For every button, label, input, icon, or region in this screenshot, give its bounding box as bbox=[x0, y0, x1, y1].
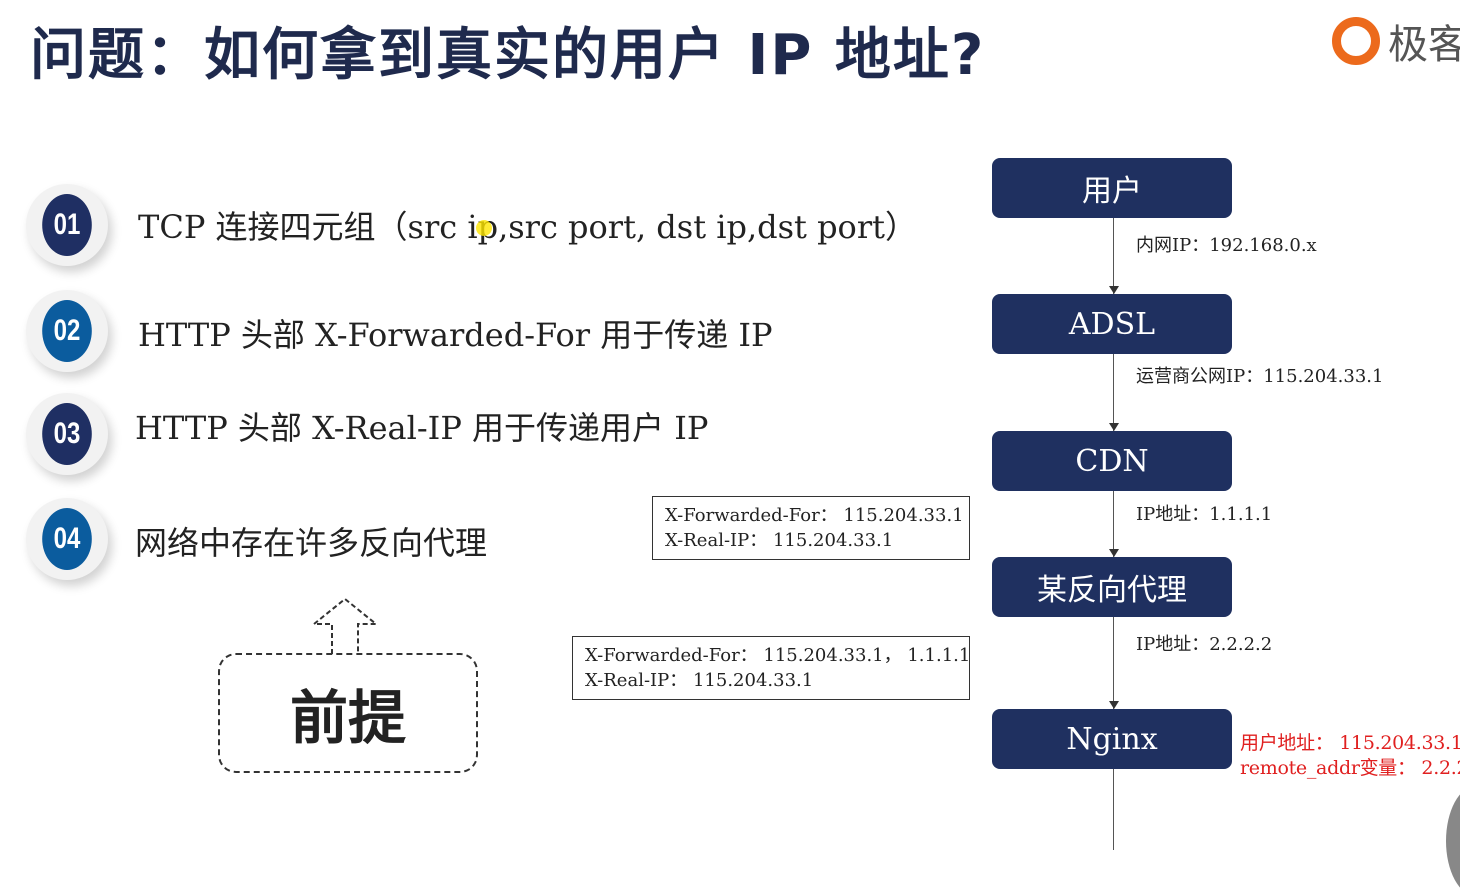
header-line: X-Forwarded-For： 115.204.33.1 bbox=[665, 505, 964, 526]
number-badge-01: 01 bbox=[26, 184, 108, 266]
logo: 极客 bbox=[1332, 12, 1460, 70]
badge-number: 02 bbox=[42, 300, 92, 362]
edge-label: IP地址：2.2.2.2 bbox=[1136, 634, 1273, 655]
mouse-cursor-highlight bbox=[476, 220, 492, 236]
arrow-head-icon bbox=[1109, 549, 1119, 557]
node-reverse-proxy: 某反向代理 bbox=[992, 557, 1232, 617]
premise-box: 前提 bbox=[218, 653, 478, 773]
arrow-head-icon bbox=[1109, 701, 1119, 709]
edge-label: 运营商公网IP：115.204.33.1 bbox=[1136, 366, 1384, 387]
headers-box-cdn: X-Forwarded-For： 115.204.33.1 X-Real-IP：… bbox=[652, 496, 970, 560]
nginx-remote-addr: remote_addr变量： 2.2.2.2 bbox=[1240, 757, 1460, 779]
header-line: X-Real-IP： 115.204.33.1 bbox=[665, 530, 894, 551]
logo-icon bbox=[1332, 17, 1380, 65]
list-item-text: HTTP 头部 X-Real-IP 用于传递用户 IP bbox=[135, 409, 709, 447]
node-cdn: CDN bbox=[992, 431, 1232, 491]
logo-text: 极客 bbox=[1388, 22, 1460, 68]
edge-label: 内网IP：192.168.0.x bbox=[1136, 235, 1317, 256]
header-line: X-Forwarded-For： 115.204.33.1， 1.1.1.1 bbox=[585, 645, 971, 666]
arrow-head-icon bbox=[1109, 286, 1119, 294]
list-item-text: TCP 连接四元组（src ip,src port, dst ip,dst po… bbox=[138, 208, 917, 246]
number-badge-03: 03 bbox=[26, 393, 108, 475]
badge-number: 04 bbox=[42, 508, 92, 570]
badge-number: 01 bbox=[42, 194, 92, 256]
flow-line bbox=[1113, 218, 1114, 850]
list-item-text: HTTP 头部 X-Forwarded-For 用于传递 IP bbox=[138, 316, 773, 354]
node-nginx: Nginx bbox=[992, 709, 1232, 769]
video-overlay-circle bbox=[1446, 786, 1460, 896]
up-arrow-icon bbox=[311, 597, 379, 654]
number-badge-04: 04 bbox=[26, 498, 108, 580]
nginx-user-address: 用户地址： 115.204.33.1 bbox=[1240, 732, 1460, 754]
slide-title: 问题：如何拿到真实的用户 IP 地址? bbox=[30, 23, 986, 88]
arrow-head-icon bbox=[1109, 423, 1119, 431]
node-user: 用户 bbox=[992, 158, 1232, 218]
number-badge-02: 02 bbox=[26, 290, 108, 372]
edge-label: IP地址：1.1.1.1 bbox=[1136, 504, 1273, 525]
node-adsl: ADSL bbox=[992, 294, 1232, 354]
header-line: X-Real-IP： 115.204.33.1 bbox=[585, 670, 814, 691]
headers-box-proxy: X-Forwarded-For： 115.204.33.1， 1.1.1.1 X… bbox=[572, 636, 970, 700]
badge-number: 03 bbox=[42, 403, 92, 465]
list-item-text: 网络中存在许多反向代理 bbox=[135, 524, 488, 562]
